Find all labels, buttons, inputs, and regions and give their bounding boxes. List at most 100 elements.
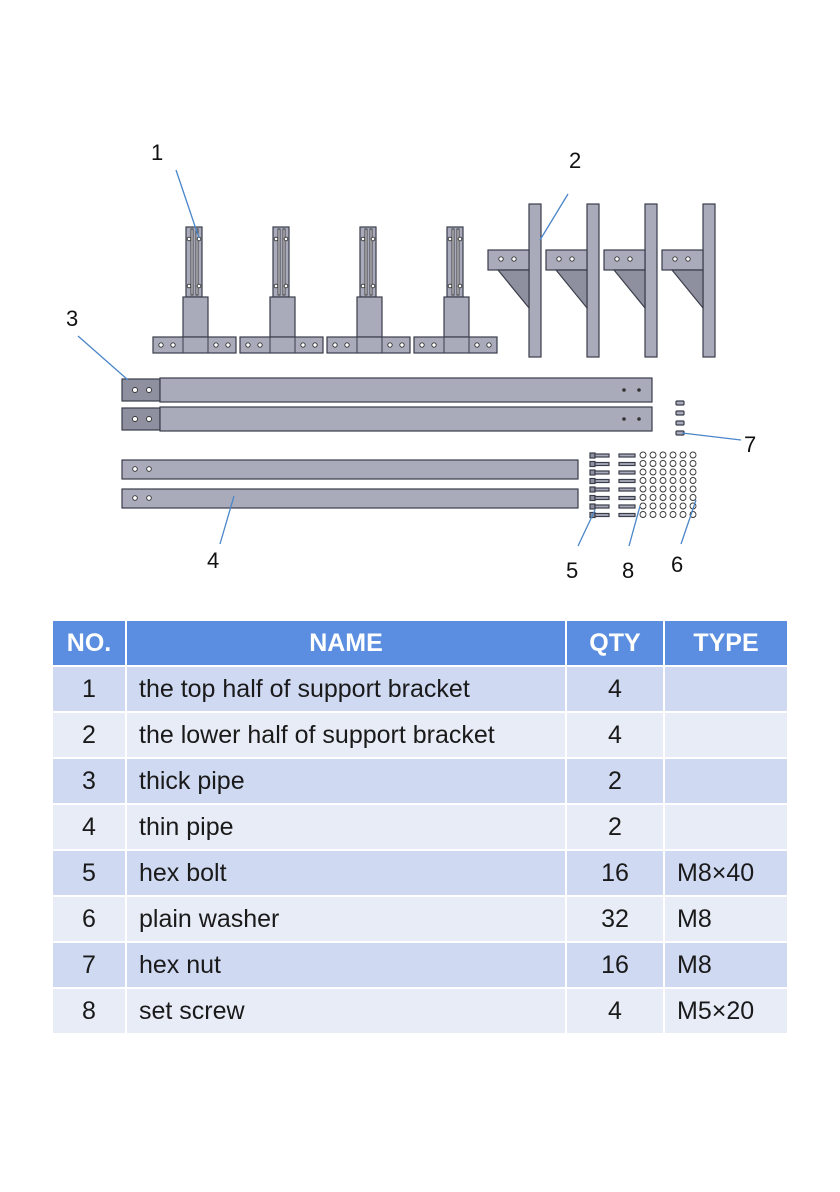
- plain-washer: [650, 452, 656, 458]
- set-screw: [619, 488, 635, 491]
- plain-washer: [680, 495, 686, 501]
- plain-washer: [660, 461, 666, 467]
- plain-washer: [660, 512, 666, 518]
- cell-no: 8: [52, 988, 126, 1034]
- cell-qty: 16: [566, 850, 664, 896]
- plain-washer: [650, 469, 656, 475]
- thick-pipe: [122, 378, 652, 402]
- table-row: 8 set screw 4 M5×20: [52, 988, 788, 1034]
- bracket-lower: [546, 204, 599, 357]
- callout-4: 4: [207, 548, 219, 573]
- part-thin-pipes: [122, 460, 578, 508]
- cell-type: M8×40: [664, 850, 788, 896]
- plain-washer: [640, 452, 646, 458]
- plain-washer: [640, 461, 646, 467]
- plain-washer: [660, 495, 666, 501]
- plain-washer: [640, 512, 646, 518]
- set-screw: [619, 514, 635, 517]
- plain-washer: [650, 486, 656, 492]
- thin-pipe: [122, 460, 578, 479]
- plain-washer: [660, 469, 666, 475]
- bracket-top: [153, 227, 236, 353]
- plain-washer: [650, 495, 656, 501]
- plain-washer: [690, 469, 696, 475]
- callout-2: 2: [569, 148, 581, 173]
- thin-pipe: [122, 489, 578, 508]
- plain-washer: [680, 486, 686, 492]
- plain-washer: [670, 452, 676, 458]
- hex-bolt: [590, 487, 609, 492]
- callout-3: 3: [66, 306, 78, 331]
- cell-qty: 4: [566, 988, 664, 1034]
- plain-washer: [680, 469, 686, 475]
- hex-bolt: [590, 496, 609, 501]
- cell-name: hex nut: [126, 942, 566, 988]
- header-no: NO.: [52, 620, 126, 666]
- cell-qty: 4: [566, 712, 664, 758]
- part-set-screws: [619, 454, 635, 517]
- plain-washer: [660, 503, 666, 509]
- set-screw: [619, 463, 635, 466]
- plain-washer: [670, 461, 676, 467]
- thick-pipe: [122, 407, 652, 431]
- cell-type: [664, 712, 788, 758]
- set-screw: [619, 505, 635, 508]
- cell-type: M8: [664, 942, 788, 988]
- cell-no: 1: [52, 666, 126, 712]
- plain-washer: [690, 478, 696, 484]
- plain-washer: [680, 512, 686, 518]
- cell-type: [664, 804, 788, 850]
- cell-name: the lower half of support bracket: [126, 712, 566, 758]
- hex-bolt: [590, 453, 609, 458]
- part-lower-half-support-brackets: [488, 204, 715, 357]
- plain-washer: [670, 486, 676, 492]
- plain-washer: [650, 512, 656, 518]
- plain-washer: [650, 503, 656, 509]
- plain-washer: [670, 503, 676, 509]
- hex-bolt: [590, 462, 609, 467]
- hex-bolt: [590, 504, 609, 509]
- plain-washer: [660, 478, 666, 484]
- cell-no: 4: [52, 804, 126, 850]
- cell-name: thick pipe: [126, 758, 566, 804]
- plain-washer: [680, 452, 686, 458]
- cell-type: M5×20: [664, 988, 788, 1034]
- header-qty: QTY: [566, 620, 664, 666]
- plain-washer: [680, 478, 686, 484]
- set-screw: [619, 454, 635, 457]
- callout-6: 6: [671, 552, 683, 577]
- cell-name: the top half of support bracket: [126, 666, 566, 712]
- plain-washer: [690, 486, 696, 492]
- table-row: 1 the top half of support bracket 4: [52, 666, 788, 712]
- plain-washer: [640, 486, 646, 492]
- cell-no: 7: [52, 942, 126, 988]
- cell-no: 6: [52, 896, 126, 942]
- plain-washer: [690, 461, 696, 467]
- plain-washer: [660, 486, 666, 492]
- cell-type: [664, 666, 788, 712]
- bracket-top: [240, 227, 323, 353]
- part-thick-pipes: [122, 378, 652, 431]
- cell-name: set screw: [126, 988, 566, 1034]
- plain-washer: [670, 512, 676, 518]
- hex-bolt: [590, 479, 609, 484]
- cell-qty: 4: [566, 666, 664, 712]
- table-row: 4 thin pipe 2: [52, 804, 788, 850]
- bracket-lower: [662, 204, 715, 357]
- parts-table: NO. NAME QTY TYPE 1 the top half of supp…: [51, 619, 789, 1035]
- plain-washer: [650, 478, 656, 484]
- table-row: 6 plain washer 32 M8: [52, 896, 788, 942]
- set-screw: [619, 471, 635, 474]
- set-screw: [619, 497, 635, 500]
- hex-bolt: [590, 470, 609, 475]
- callout-8: 8: [622, 558, 634, 583]
- callout-5: 5: [566, 558, 578, 583]
- plain-washer: [670, 478, 676, 484]
- cell-qty: 2: [566, 758, 664, 804]
- plain-washer: [640, 495, 646, 501]
- set-screw: [619, 480, 635, 483]
- plain-washer: [670, 469, 676, 475]
- header-type: TYPE: [664, 620, 788, 666]
- plain-washer: [640, 469, 646, 475]
- plain-washer: [640, 478, 646, 484]
